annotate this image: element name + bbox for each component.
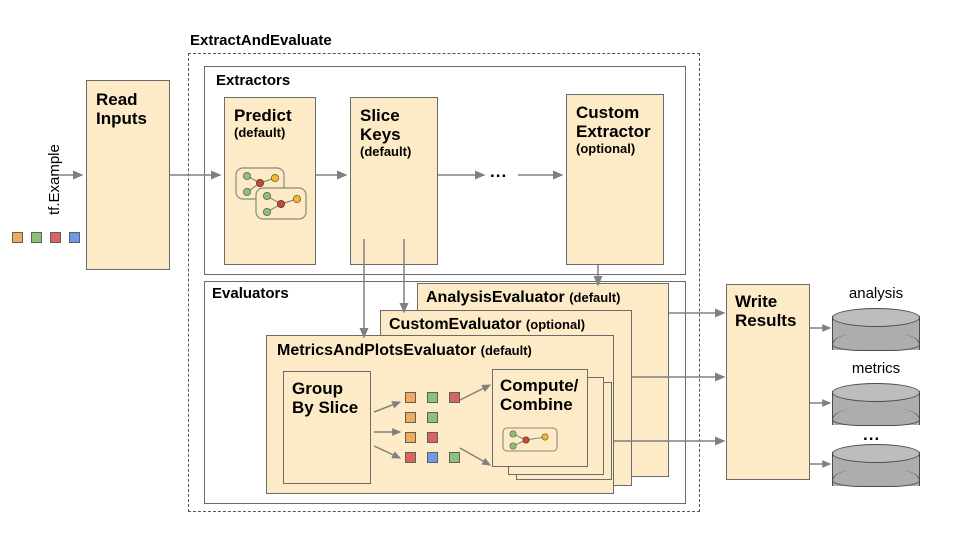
extractor-slice-keys-line2: Keys: [360, 125, 401, 145]
slice-swatch-grid: [405, 392, 475, 464]
extractor-slice-keys-box[interactable]: Slice Keys (default): [350, 97, 438, 265]
extractor-predict-qualifier: (default): [234, 125, 286, 141]
outer-group-title: ExtractAndEvaluate: [190, 32, 332, 49]
compute-combine-line1: Compute/: [500, 376, 579, 395]
output-cylinder-metrics[interactable]: [832, 383, 920, 429]
compute-combine-line2: Combine: [500, 395, 573, 415]
output-label-analysis: analysis: [848, 285, 904, 302]
slice-swatch: [405, 452, 416, 463]
swatch-2: [31, 232, 42, 243]
extractor-slice-keys-line1: Slice: [360, 106, 400, 125]
cylinder-bottom: [832, 333, 920, 351]
slice-swatch: [427, 392, 438, 403]
slice-swatch: [427, 412, 438, 423]
cylinder-top: [832, 444, 920, 463]
swatch-1: [12, 232, 23, 243]
output-cylinder-analysis[interactable]: [832, 308, 920, 354]
metrics-evaluator-name: MetricsAndPlotsEvaluator: [277, 342, 477, 359]
slice-swatch: [405, 432, 416, 443]
slice-swatch: [405, 392, 416, 403]
write-results-line2: Results: [735, 311, 797, 331]
extract-and-evaluate-group: [188, 53, 700, 512]
extractors-ellipsis: ...: [490, 162, 508, 181]
custom-evaluator-qualifier: (optional): [525, 317, 586, 332]
group-by-slice-line2: By Slice: [292, 398, 359, 418]
slice-swatch: [427, 452, 438, 463]
extractor-predict-title: Predict: [234, 106, 292, 125]
extractors-label: Extractors: [216, 72, 291, 89]
evaluators-group: [204, 281, 686, 504]
extractor-predict-box[interactable]: Predict (default): [224, 97, 316, 265]
read-inputs-line2: Inputs: [96, 109, 147, 129]
arrow-rows-to-compute-top: [459, 384, 492, 401]
predict-graph-icon: [235, 167, 307, 220]
analysis-evaluator-qualifier: (default): [569, 290, 621, 305]
output-label-more: ...: [863, 425, 881, 444]
compute-combine-box[interactable]: Compute/ Combine: [492, 369, 588, 467]
extractor-slice-keys-qualifier: (default): [360, 144, 412, 160]
slice-swatch: [405, 412, 416, 423]
group-by-slice-line1: Group: [292, 379, 343, 398]
arrow-group-to-row1: [373, 401, 402, 413]
slice-swatch: [449, 452, 460, 463]
extractor-custom-line1: Custom: [576, 103, 640, 122]
custom-evaluator-name: CustomEvaluator: [389, 316, 522, 333]
slice-swatch: [427, 432, 438, 443]
extractor-custom-box[interactable]: Custom Extractor (optional): [566, 94, 664, 265]
slice-swatch: [449, 392, 460, 403]
swatch-4: [69, 232, 80, 243]
extractor-custom-line2: Extractor: [576, 122, 651, 142]
extractors-group: [204, 66, 686, 275]
output-cylinder-more[interactable]: [832, 444, 920, 490]
compute-graph-icon: [502, 427, 558, 452]
metrics-evaluator-qualifier: (default): [480, 343, 532, 358]
cylinder-top: [832, 308, 920, 327]
output-label-metrics: metrics: [851, 360, 901, 377]
arrow-group-to-row4: [373, 445, 402, 459]
input-swatches: [12, 232, 80, 246]
write-results-box[interactable]: Write Results: [726, 284, 810, 480]
extractor-custom-qualifier: (optional): [576, 141, 636, 157]
cylinder-bottom: [832, 408, 920, 426]
cylinder-bottom: [832, 469, 920, 487]
arrow-rows-to-compute-bottom: [459, 447, 492, 466]
evaluators-label: Evaluators: [212, 285, 289, 302]
read-inputs-box[interactable]: Read Inputs: [86, 80, 170, 270]
swatch-3: [50, 232, 61, 243]
read-inputs-line1: Read: [96, 90, 138, 109]
write-results-line1: Write: [735, 292, 778, 311]
analysis-evaluator-name: AnalysisEvaluator: [426, 289, 565, 306]
cylinder-top: [832, 383, 920, 402]
group-by-slice-box[interactable]: Group By Slice: [283, 371, 371, 484]
